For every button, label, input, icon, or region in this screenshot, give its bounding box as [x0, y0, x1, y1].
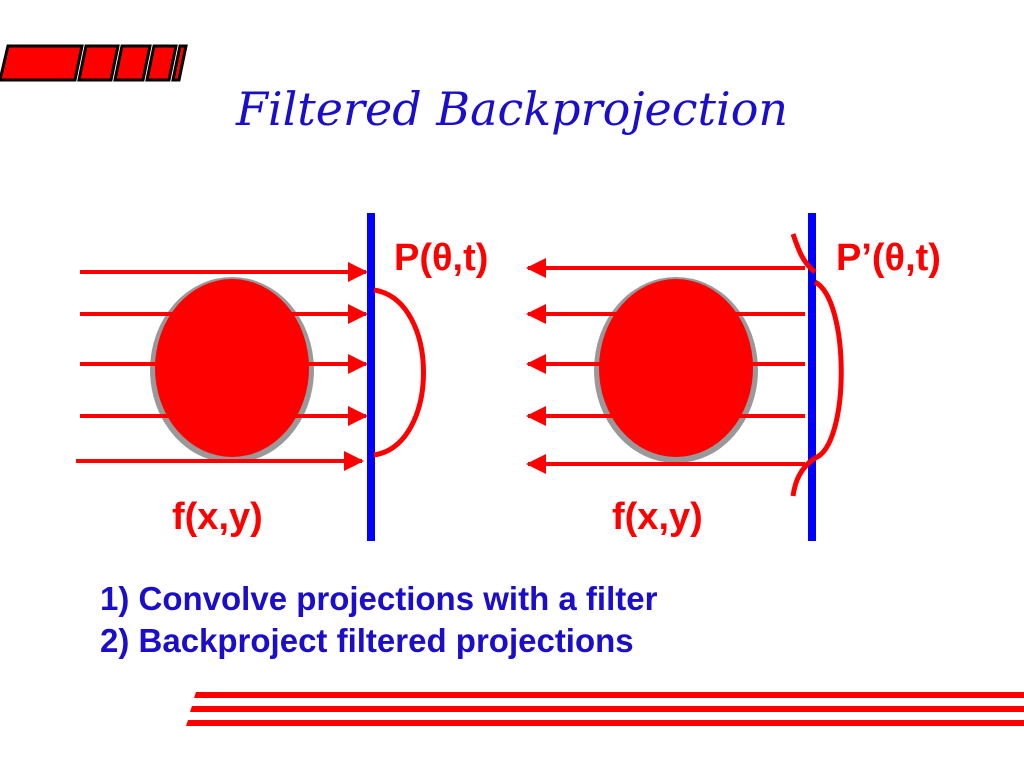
left-projection-label: P(θ,t) [394, 237, 489, 279]
step-list: 1) Convolve projections with a filter 2)… [100, 578, 657, 662]
right-filtered-curve-top [790, 233, 817, 274]
right-object-label: f(x,y) [612, 496, 703, 538]
right-rays [526, 258, 805, 474]
right-filtered-curve-bottom [790, 455, 817, 497]
left-object [150, 277, 314, 463]
right-projection-label: P’(θ,t) [836, 237, 941, 279]
bottom-rule [186, 692, 1024, 726]
slide-title: Filtered Backprojection [235, 82, 789, 136]
right-object [594, 277, 758, 463]
left-projection-curve [373, 287, 426, 458]
step-1: 1) Convolve projections with a filter [100, 580, 658, 617]
logo-bars [0, 44, 188, 82]
left-rays [76, 262, 368, 471]
step-2: 2) Backproject filtered projections [100, 622, 634, 659]
right-filtered-curve-main [813, 279, 844, 461]
left-object-label: f(x,y) [172, 496, 263, 538]
